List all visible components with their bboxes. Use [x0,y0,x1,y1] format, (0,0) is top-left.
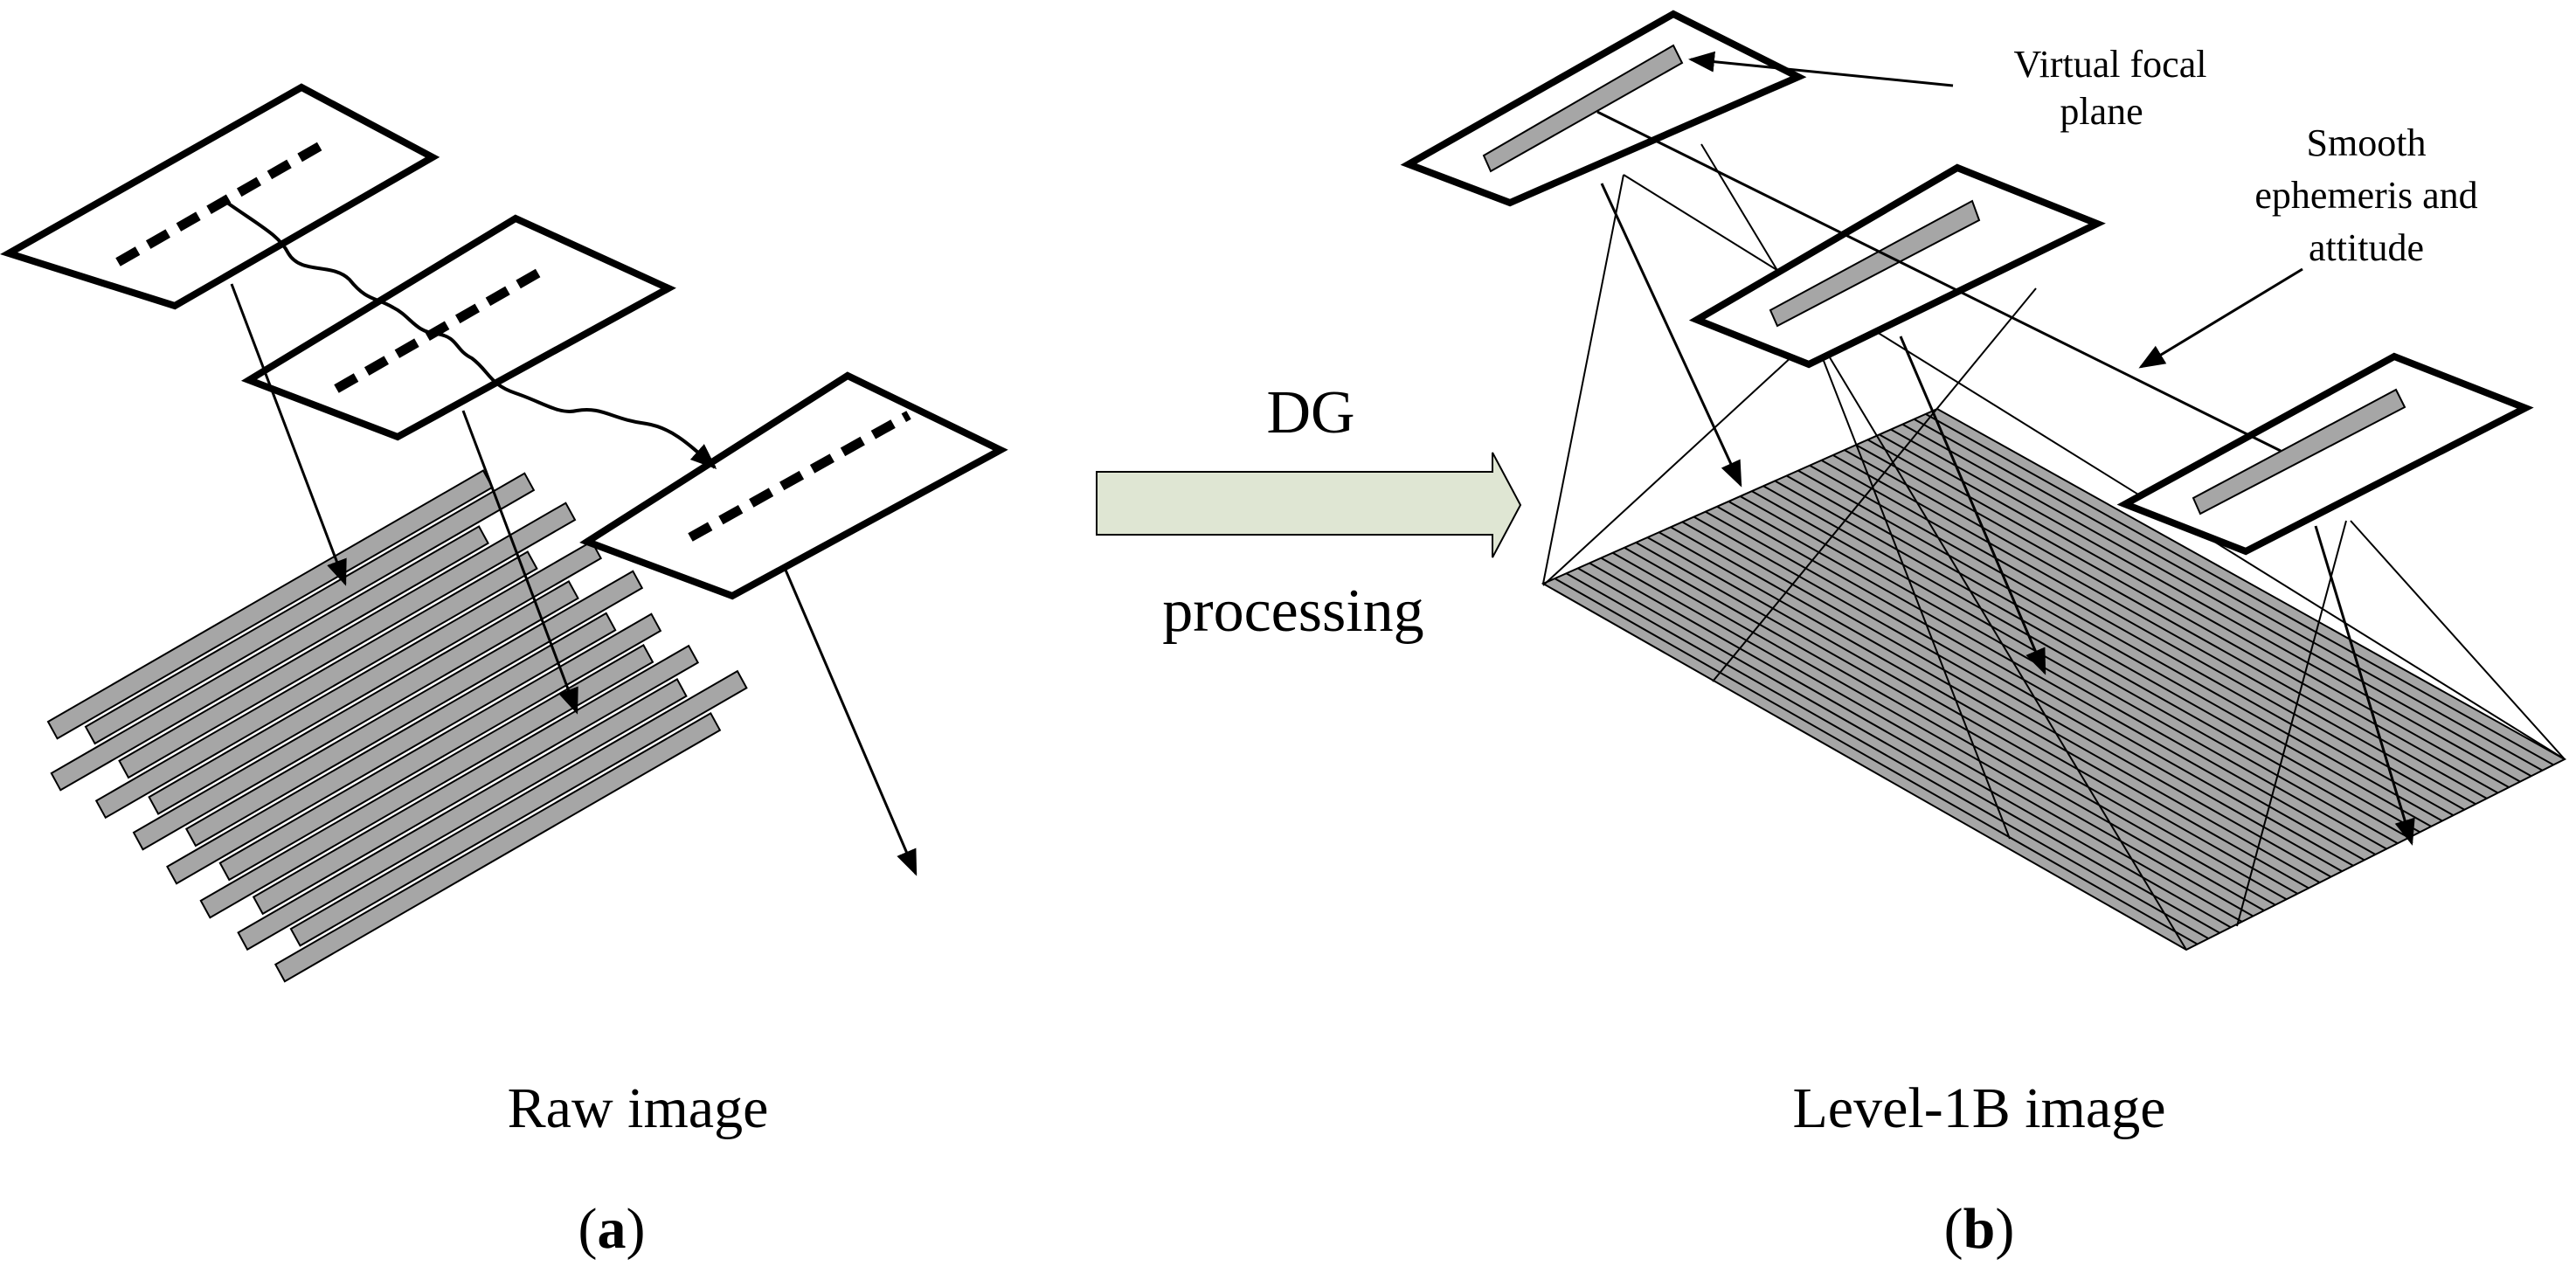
smooth-ephemeris-line [1596,110,2282,453]
raw-projection-2 [461,410,578,715]
raw-strip [50,525,489,792]
level1b-grid-line [1566,572,2209,940]
level1b-grid-line [1832,454,2465,811]
raw-strip [166,612,617,885]
raw-strip [274,712,722,983]
raw-strip [132,580,579,851]
level1b-grid-line [1901,423,2532,778]
level1b-grid-line [1658,531,2298,895]
level1b-grid-line [1693,515,2332,878]
level1b-grid-line [1577,567,2220,934]
annotation-ephemeris-line2: ephemeris and [2254,174,2477,217]
level1b-frame-2 [1688,163,2106,369]
level1b-grid-line [1554,578,2199,945]
level1b-frame-3 [2116,352,2534,556]
caption-raw-image: Raw image [508,1076,769,1140]
level1b-grid-line [1624,546,2265,911]
raw-jitter-path [225,201,717,469]
raw-projection-3 [783,567,918,876]
annotation-virtual-focal-line2: plane [2060,90,2143,133]
ephemeris-leader-arrow [2138,267,2303,369]
level1b-grid-line [1762,485,2399,845]
caption-level1b-image: Level-1B image [1792,1076,2165,1140]
level1b-grid-line [1635,542,2276,906]
vfp-leader-arrow [1688,51,1954,87]
raw-strip [199,644,654,919]
raw-strip [148,540,603,815]
raw-strip [252,644,700,916]
raw-strip [184,570,644,848]
level1b-grid-line [1879,433,2510,788]
level1b-grid-line [1866,439,2499,794]
subfigure-label-a: (a) [578,1197,646,1261]
raw-strip [289,669,748,947]
level1b-grid-line [1844,449,2476,806]
level1b-grid-line [1740,495,2376,855]
level1b-grid-line [1774,480,2410,839]
level1b-grid-line [1890,428,2521,783]
subfigure-label-b: (b) [1944,1197,2015,1261]
level1b-grid-line [1589,562,2232,929]
level1b-grid-line [1925,413,2554,766]
level1b-grid-line [1914,418,2543,771]
level1b-projection-1 [1600,183,1742,488]
level1b-grid-line [1705,510,2343,873]
level1b-grid-lines [1554,413,2554,945]
level1b-grid-line [1681,521,2321,883]
level1b-grid-line [1728,501,2365,861]
level1b-grid-line [1809,464,2443,822]
level1b-projection-3 [2314,525,2415,846]
raw-strip [84,472,536,745]
raw-strip [218,612,662,882]
level1b-grid-line [1716,505,2354,867]
annotation-ephemeris-line3: attitude [2309,226,2424,269]
level1b-grid-line [1797,469,2432,827]
processing-label: processing [1162,578,1423,645]
level1b-grid-line [1646,536,2288,901]
level1b-ground-grid [1541,407,2567,951]
level1b-grid-line [1751,490,2387,850]
raw-image-strips [46,469,748,983]
level1b-grid-line [1612,551,2254,917]
raw-frame-3 [579,371,1008,600]
dg-label: DG [1266,379,1354,446]
dg-processing-arrow [1096,452,1522,558]
raw-strip [118,502,577,779]
annotation-virtual-focal-line1: Virtual focal [2014,43,2207,86]
level1b-projection-2 [1899,336,2046,675]
annotation-ephemeris-line1: Smooth [2307,121,2427,164]
raw-frame-2 [240,214,676,441]
level1b-grid-line [1670,526,2309,889]
raw-strip [94,550,538,820]
level1b-grid-line [1600,557,2243,923]
level1b-frame-1 [1400,10,1807,207]
raw-projection-1 [230,283,347,586]
raw-frame-1 [0,83,440,310]
raw-strip [237,678,688,951]
